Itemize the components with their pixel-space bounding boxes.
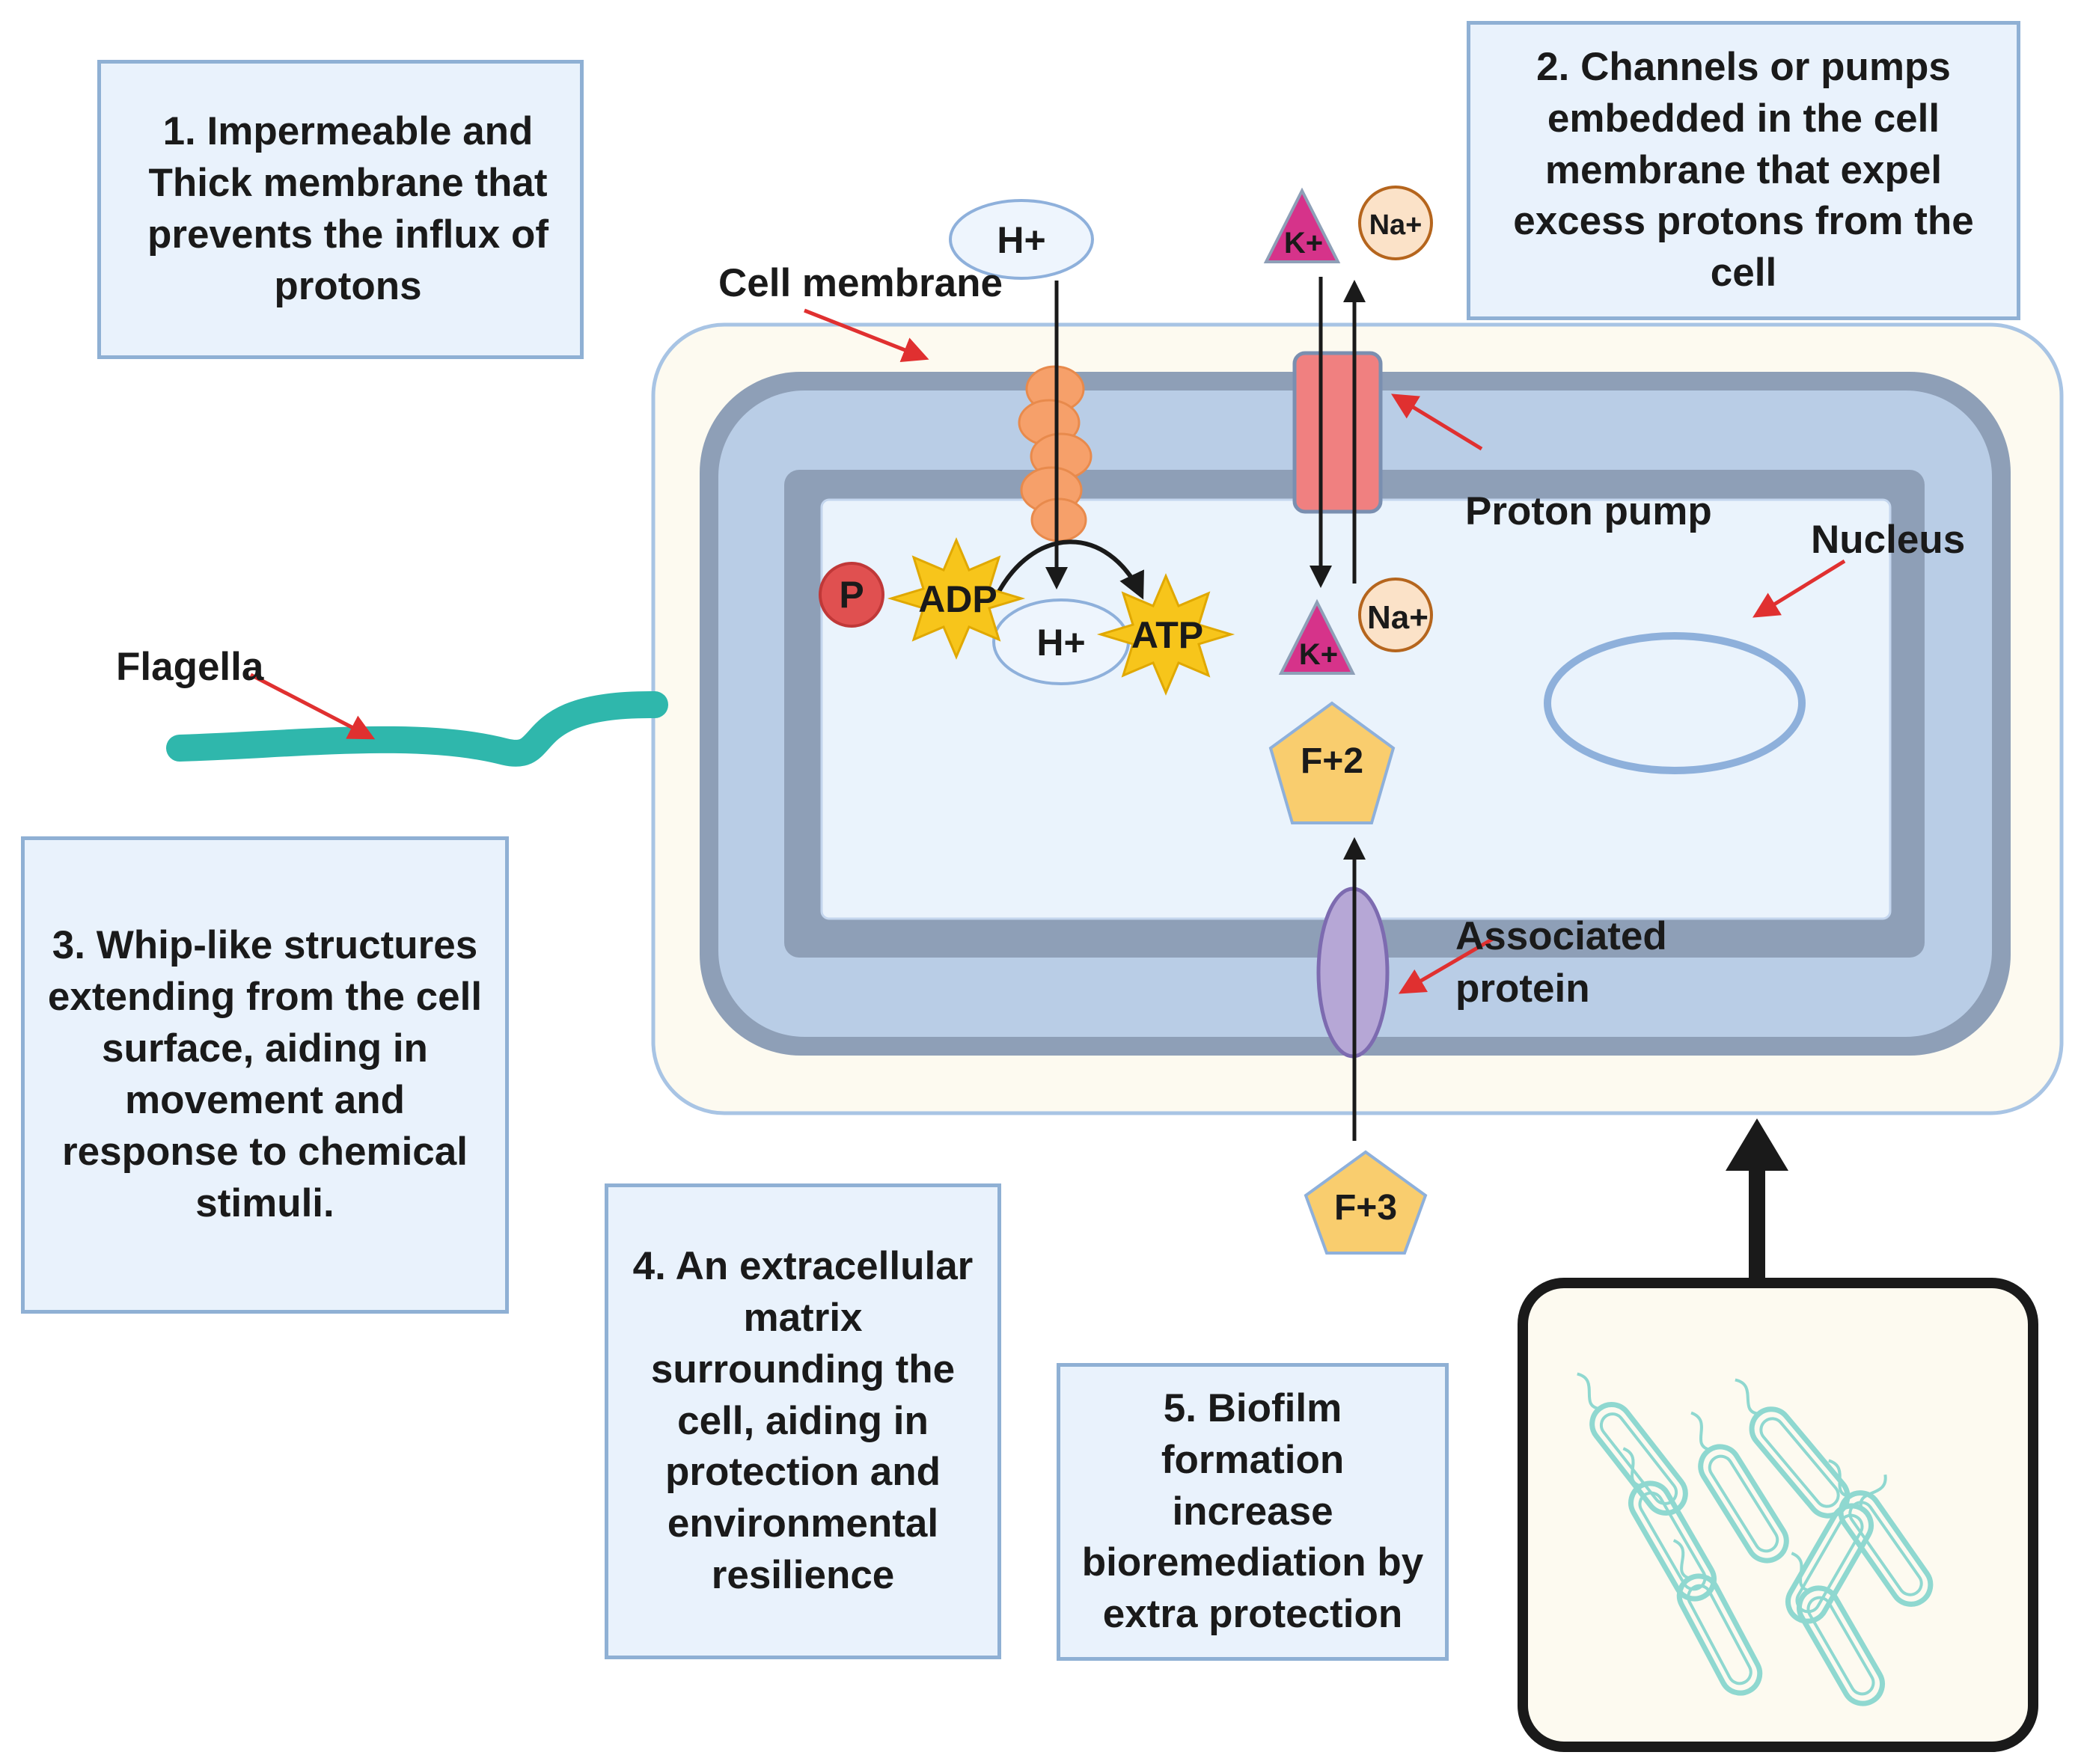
biofilm-inset-frame xyxy=(1518,1278,2038,1752)
k-plus-inner-icon xyxy=(1278,598,1356,675)
h-plus-top-icon xyxy=(949,199,1094,280)
pointer-nucleus xyxy=(1752,559,1846,618)
phosphate-icon xyxy=(819,562,884,628)
label-nucleus: Nucleus xyxy=(1811,518,1966,562)
label-proton-pump: Proton pump xyxy=(1465,489,1712,533)
h-plus-top-label: H+ xyxy=(997,219,1045,261)
h-plus-inner-label: H+ xyxy=(1036,622,1085,664)
label-flagella: Flagella xyxy=(116,645,264,689)
fe2-pentagon-icon xyxy=(1268,701,1396,824)
proton-pump-icon xyxy=(1292,351,1383,514)
na-plus-top-icon xyxy=(1358,186,1433,260)
flagella-icon xyxy=(166,690,668,767)
label-cell-membrane: Cell membrane xyxy=(718,261,1003,305)
k-plus-inner-label: K+ xyxy=(1299,638,1338,671)
pointer-proton-pump xyxy=(1391,393,1483,451)
na-plus-inner-label: Na+ xyxy=(1367,599,1428,636)
phosphate-label: P xyxy=(839,574,864,616)
pointer-associated-protein xyxy=(1398,937,1494,994)
adp-star-icon xyxy=(887,537,1026,660)
fe3-pentagon-icon xyxy=(1304,1150,1428,1255)
callout-extracellular-matrix: 4. An extracellular matrix surrounding t… xyxy=(605,1183,1001,1659)
nucleus-icon xyxy=(1544,632,1806,774)
pointer-flagella xyxy=(249,673,376,740)
adp-atp-arrow xyxy=(993,539,1144,600)
fe2-label: F+2 xyxy=(1301,741,1363,781)
atp-star-icon xyxy=(1096,573,1235,696)
label-associated-protein-line2: protein xyxy=(1455,967,1590,1011)
na-plus-top-label: Na+ xyxy=(1369,209,1423,241)
label-associated-protein-line1: Associated xyxy=(1455,914,1667,958)
callout-flagella: 3. Whip-like structures extending from t… xyxy=(21,836,509,1314)
callout-biofilm: 5. Biofilm formation increase bioremedia… xyxy=(1057,1363,1449,1661)
atp-label: ATP xyxy=(1131,614,1203,656)
callout-proton-pumps: 2. Channels or pumps embedded in the cel… xyxy=(1467,21,2020,320)
k-plus-top-icon xyxy=(1263,187,1341,263)
pointer-cell-membrane xyxy=(804,308,929,363)
biofilm-arrow-head xyxy=(1726,1118,1788,1171)
na-plus-inner-icon xyxy=(1358,578,1433,652)
callout-impermeable-membrane: 1. Impermeable and Thick membrane that p… xyxy=(97,60,584,359)
fe3-label: F+3 xyxy=(1334,1188,1397,1228)
adp-label: ADP xyxy=(918,578,997,620)
k-plus-top-label: K+ xyxy=(1284,227,1323,260)
